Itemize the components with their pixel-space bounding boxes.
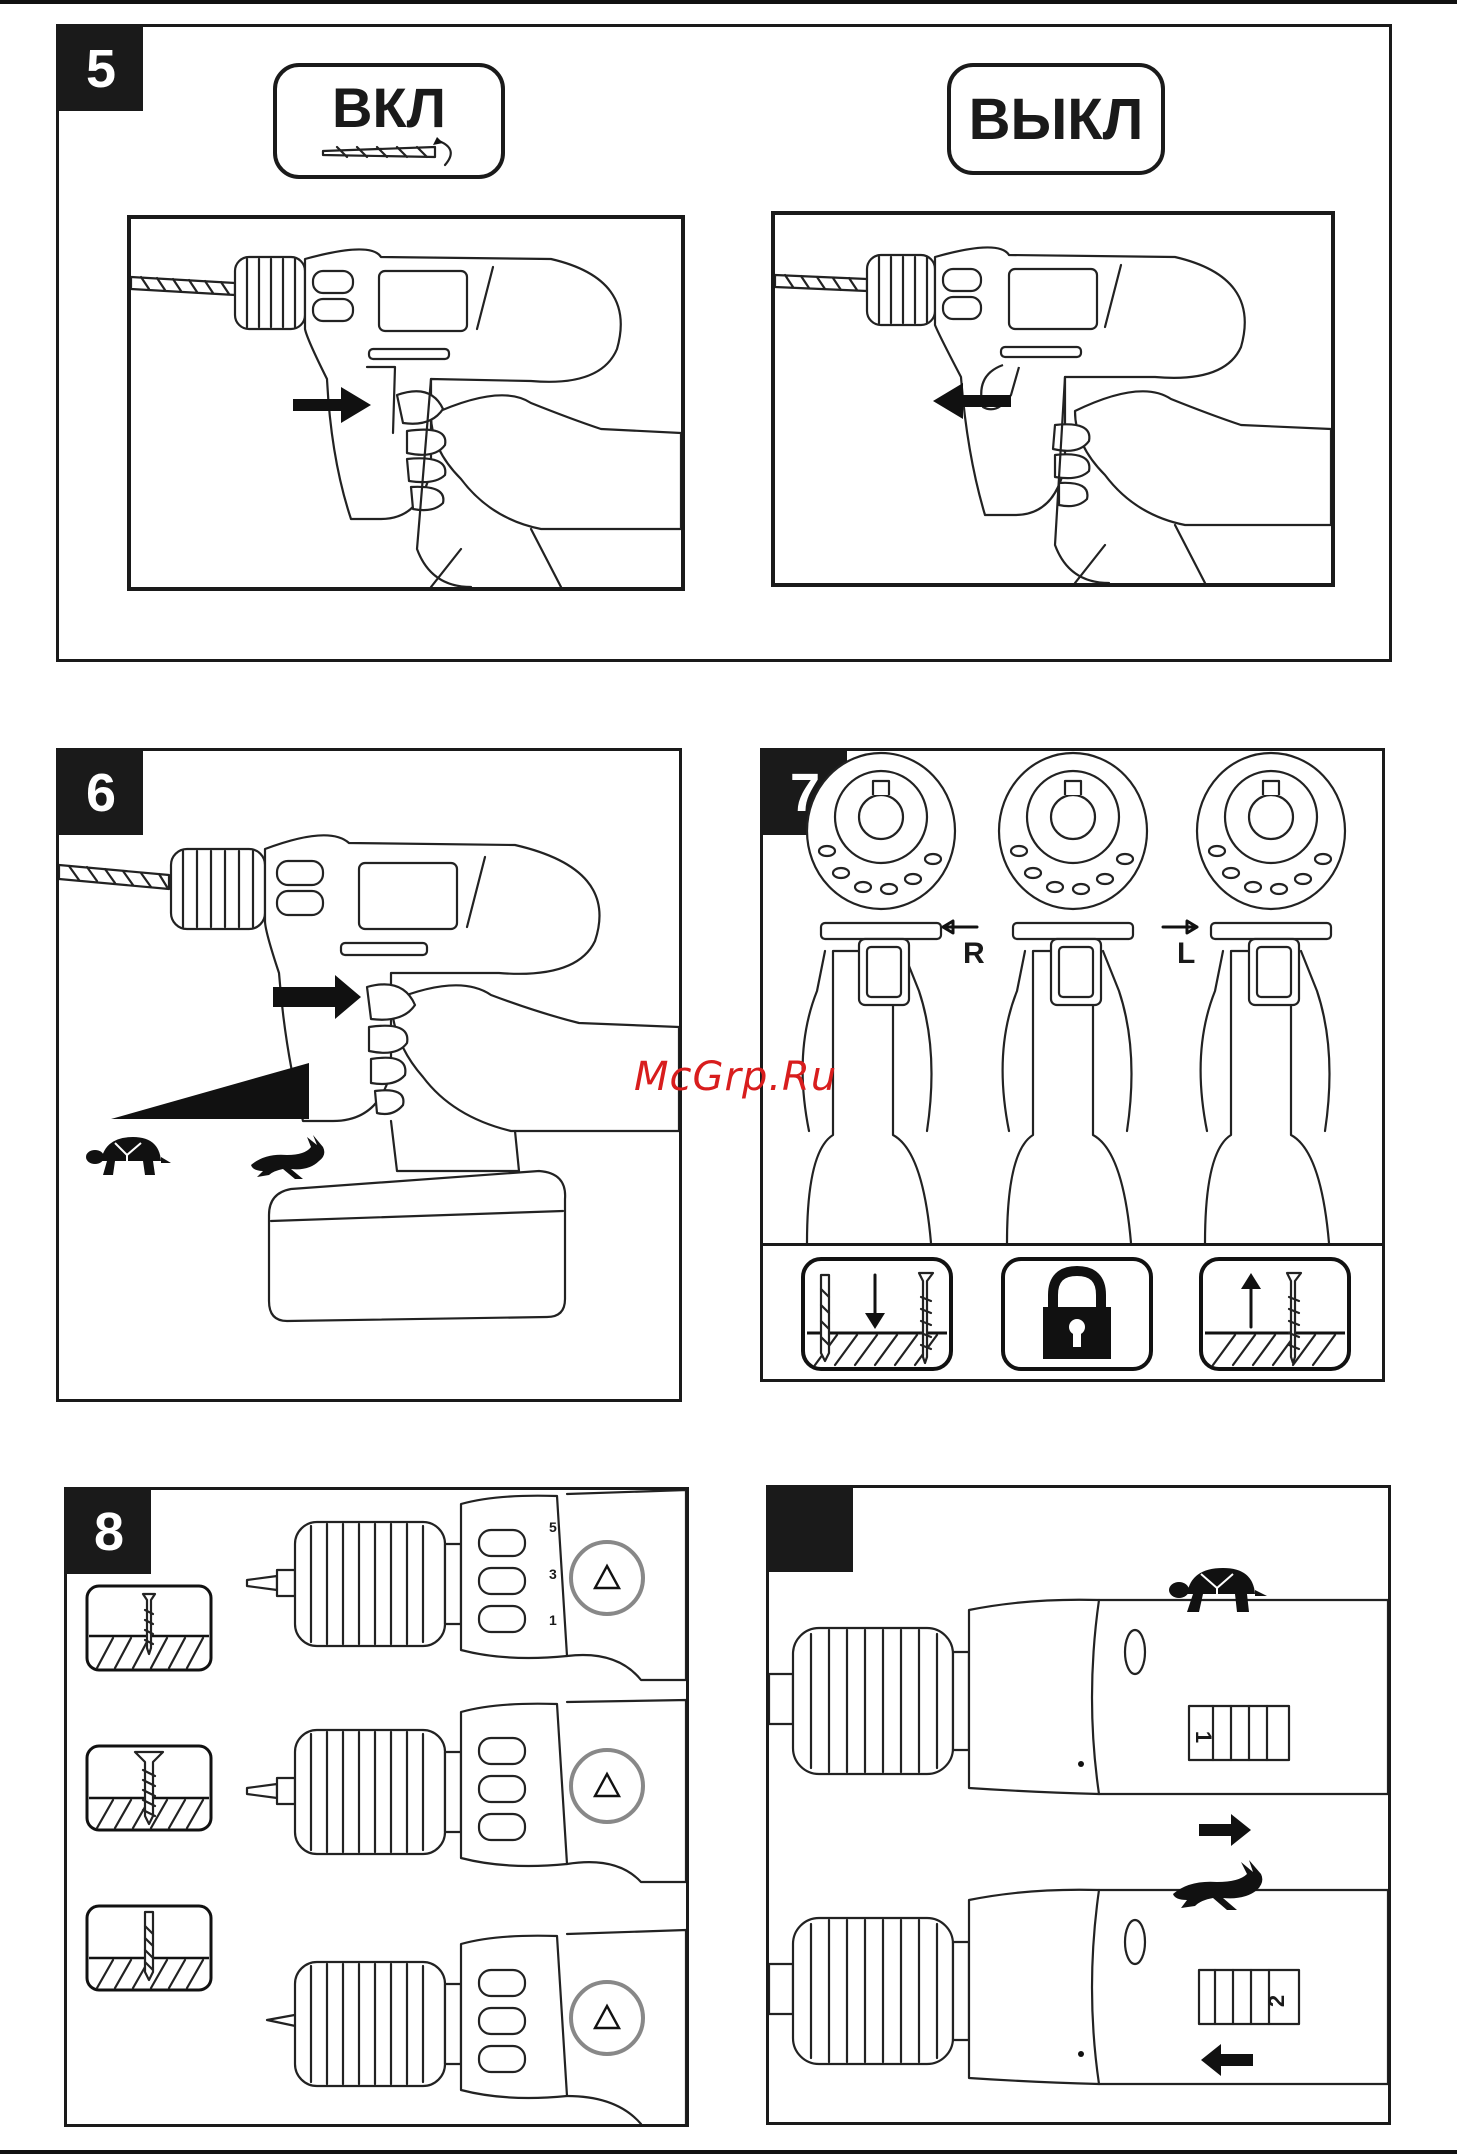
turtle-icon [85,1131,173,1181]
screw-large-icon [85,1744,213,1832]
panel-7: 7 [760,748,1385,1382]
panel-5: 5 ВКЛ ВЫКЛ [56,24,1392,662]
illustration-trigger-released [771,211,1335,587]
clutch-mark-5: 5 [549,1519,557,1535]
clutch-mark-1: 1 [549,1612,557,1628]
top-rule [0,0,1457,4]
drill-bit-rotation-icon [317,135,477,175]
screw-reverse-icon [1199,1257,1351,1371]
panel-6: 6 [56,748,682,1402]
drill-top-view-center [999,753,1147,1243]
panel-9: 1 2 [766,1485,1391,2125]
left-direction-label: L [1177,937,1195,971]
right-direction-label: R [963,937,985,971]
chuck-row-3 [267,1930,686,2124]
rabbit-icon [1169,1860,1273,1914]
divider [763,1243,1382,1246]
chuck-row-1 [247,1490,686,1680]
drill-top-view-left [803,753,955,1243]
low-speed-view [769,1600,1388,1794]
torque-settings-illustration [237,1490,686,2124]
watermark: McGrp.Ru [634,1054,837,1100]
off-label: ВЫКЛ [969,86,1144,153]
chuck-row-2 [247,1700,686,1882]
drilling-forward-icon [801,1257,953,1371]
on-label: ВКЛ [332,75,446,140]
gear-selector-illustration [769,1488,1388,2122]
panel-number: 5 [59,27,143,111]
arrow-right-icon [293,385,373,425]
drill-bit-small-icon [85,1904,213,1992]
lock-icon [1001,1257,1153,1371]
drill-in-hand-illustration [775,215,1331,583]
gear-1-label: 1 [1190,1731,1216,1743]
arrow-left-icon [931,381,1011,421]
gear-2-label: 2 [1264,1995,1290,2007]
drill-top-view-right [1197,753,1345,1243]
clutch-mark-3: 3 [549,1566,557,1582]
illustration-trigger-pressed [127,215,685,591]
panel-number: 8 [67,1490,151,1574]
screw-small-icon [85,1584,213,1672]
variable-speed-drill-illustration [59,751,679,1399]
high-speed-view [769,1890,1388,2084]
turtle-icon [1167,1560,1271,1618]
panel-8: 8 [64,1487,689,2127]
off-label-box: ВЫКЛ [947,63,1165,175]
drill-in-hand-illustration [131,219,681,587]
rabbit-icon [247,1135,331,1183]
bottom-rule [0,2150,1457,2154]
direction-switch-top-views [763,751,1382,1243]
